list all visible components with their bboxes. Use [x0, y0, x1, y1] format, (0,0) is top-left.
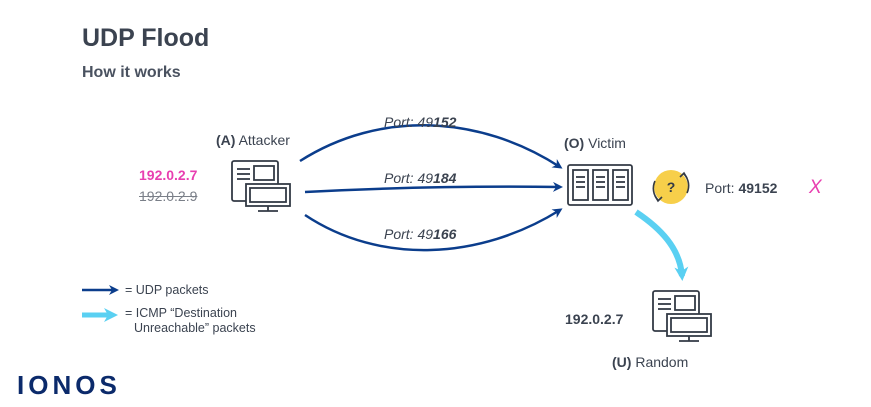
attacker-computer-icon [231, 160, 291, 212]
icmp-arrow-to-random [634, 209, 689, 281]
attacker-name: Attacker [238, 132, 290, 148]
port-closed-x-icon: X [809, 177, 822, 198]
query-glyph: ? [667, 179, 676, 195]
victim-port-value: 49152 [738, 180, 778, 196]
page-subtitle: How it works [82, 64, 181, 81]
random-host-computer-icon [652, 290, 712, 342]
victim-tag: (O) [564, 135, 585, 151]
packet-port-label-1: Port: 49152 [384, 114, 457, 130]
random-host-name: Random [635, 354, 689, 370]
page-title: UDP Flood [82, 24, 210, 52]
random-host-ip: 192.0.2.7 [565, 311, 624, 327]
udp-arrow-port-49152 [299, 124, 563, 169]
packet-port-label-2: Port: 49184 [384, 170, 457, 186]
victim-port-prefix: Port: [705, 180, 735, 196]
attacker-tag: (A) [216, 132, 236, 148]
attacker-label: (A) Attacker [216, 132, 290, 148]
udp-arrow-port-49184 [304, 181, 563, 194]
random-host-tag: (U) [612, 354, 632, 370]
legend-udp-text: = UDP packets [125, 283, 209, 297]
packet-port-label-3: Port: 49166 [384, 226, 457, 242]
victim-port-label: Port: 49152 [705, 180, 777, 196]
victim-label: (O) Victim [564, 135, 626, 151]
attacker-real-ip: 192.0.2.9 [139, 188, 198, 204]
udp-arrow-port-49166 [304, 208, 563, 252]
port-query-icon: ? [652, 170, 690, 204]
brand-logo: IONOS [17, 370, 121, 400]
victim-name: Victim [588, 135, 626, 151]
attacker-spoofed-ip: 192.0.2.7 [139, 167, 198, 183]
legend-icmp-text: = ICMP “Destination Unreachable” packets [125, 306, 256, 335]
victim-server-icon [567, 164, 633, 206]
random-host-label: (U) Random [612, 354, 688, 370]
